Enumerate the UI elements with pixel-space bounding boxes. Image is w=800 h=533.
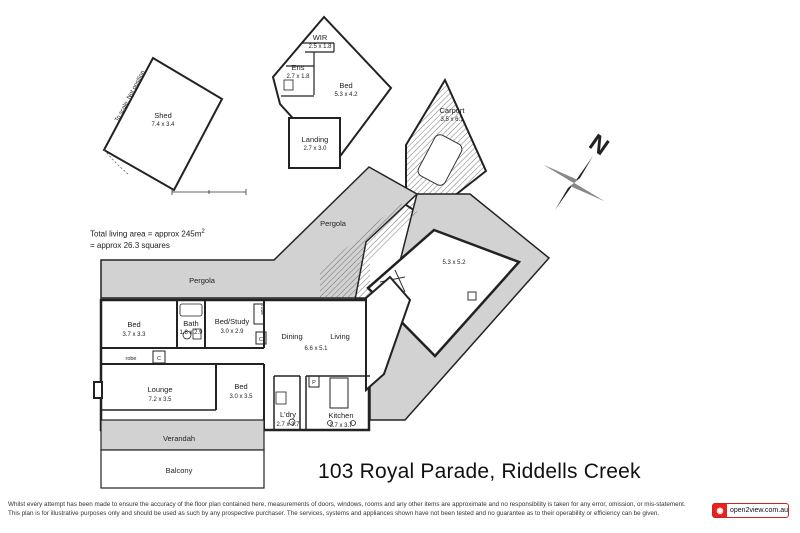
kitchen-label: Kitchen: [328, 411, 353, 420]
shed: [102, 56, 224, 192]
pantry-label: P: [312, 380, 316, 386]
total-area-text: Total living area = approx 245m2: [90, 229, 205, 239]
balcony-label: Balcony: [166, 466, 193, 475]
upper-floor: [271, 15, 393, 169]
car-icon: [417, 134, 463, 186]
open2view-logo-text: open2view.com.au: [730, 507, 788, 514]
bed2-dim: 3.0 x 3.5: [229, 394, 253, 400]
ldry-label: L'dry: [280, 410, 296, 419]
main-house: [93, 275, 412, 432]
shed-dim: 7.4 x 3.4: [151, 122, 175, 128]
robe-label-2: robe: [259, 305, 265, 315]
total-area-line1: Total living area = approx 245m: [90, 229, 202, 239]
wir-label: WIR: [313, 33, 328, 42]
living-dim: 6.6 x 5.1: [304, 346, 328, 352]
kitchen-dim: 3.7 x 3.7: [329, 423, 353, 429]
disclaimer-line-2: This plan is for illustrative purposes o…: [8, 510, 660, 517]
open2view-logo: ◉ open2view.com.au: [712, 503, 789, 518]
landing-dim: 2.7 x 3.0: [303, 146, 327, 152]
garage-dim: 5.3 x 5.2: [442, 260, 466, 266]
bedstudy-label: Bed/Study: [215, 317, 250, 326]
bed2-label: Bed: [234, 382, 247, 391]
lounge-dim: 7.2 x 3.5: [148, 397, 172, 403]
closet-label-2: C: [259, 337, 263, 343]
shed-label: Shed: [154, 111, 172, 120]
closet-label-1: C: [157, 356, 161, 362]
bed-upper-dim: 5.3 x 4.2: [334, 92, 358, 98]
bed1-dim: 3.7 x 3.3: [122, 332, 146, 338]
bedstudy-dim: 3.0 x 2.9: [220, 329, 244, 335]
disclaimer-line-1: Whilst every attempt has been made to en…: [8, 501, 686, 508]
dining-label: Dining: [281, 332, 302, 341]
compass-north-label: N: [584, 129, 614, 161]
verandah-label: Verandah: [163, 434, 195, 443]
open2view-logo-icon: ◉: [713, 504, 727, 517]
bed-upper-label: Bed: [339, 81, 352, 90]
total-area-squares: = approx 26.3 squares: [90, 241, 170, 250]
pergola-left-label: Pergola: [189, 276, 216, 285]
robe-label-1: robe: [125, 356, 136, 362]
total-area-sup: 2: [201, 229, 205, 235]
landing-label: Landing: [302, 135, 329, 144]
compass-icon: [544, 156, 604, 210]
ens-label: Ens: [292, 63, 305, 72]
bath-dim: 1.8 x 2.9: [179, 330, 203, 336]
property-address: 103 Royal Parade, Riddells Creek: [318, 460, 641, 483]
carport-label: Carport: [439, 106, 465, 115]
carport-dim: 3.5 x 6.1: [440, 117, 464, 123]
living-label: Living: [330, 332, 350, 341]
verandah-balcony: [100, 419, 265, 489]
wir-dim: 2.5 x 1.8: [308, 44, 332, 50]
lounge-label: Lounge: [147, 385, 172, 394]
scale-bar: [171, 189, 247, 195]
ens-dim: 2.7 x 1.8: [286, 74, 310, 80]
ldry-dim: 2.7 x 3.7: [276, 422, 300, 428]
bed1-label: Bed: [127, 320, 140, 329]
bath-label: Bath: [183, 319, 198, 328]
pergola-top-label: Pergola: [320, 219, 347, 228]
disclaimer: Whilst every attempt has been made to en…: [8, 500, 708, 518]
